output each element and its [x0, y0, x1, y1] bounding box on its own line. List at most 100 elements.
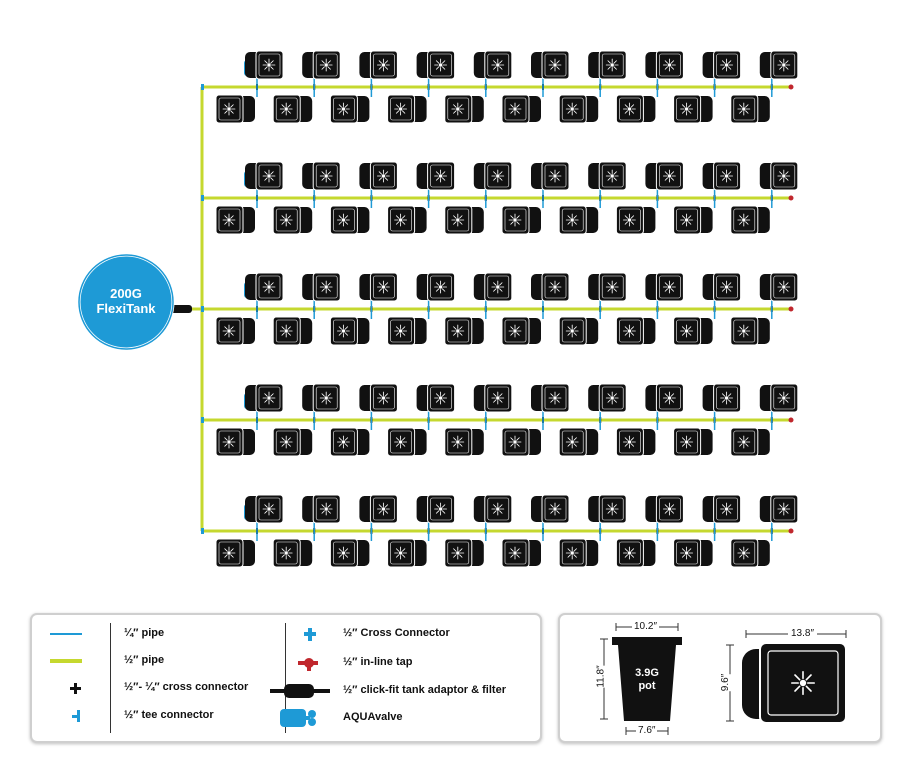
- pot-unit: [645, 161, 684, 191]
- half-pipe-icon: [50, 659, 82, 663]
- pot-dimension-drawing: [600, 623, 847, 735]
- pot-unit: [416, 494, 456, 524]
- pot-unit: [473, 161, 513, 191]
- inline-tap-icon: [788, 195, 794, 201]
- pot-unit: [730, 427, 770, 457]
- pot-unit: [558, 427, 599, 457]
- pot-unit: [444, 205, 484, 235]
- pot-unit: [645, 494, 684, 524]
- legend-label: ½″- ¼″ cross connector: [124, 681, 249, 693]
- pot-unit: [615, 538, 656, 568]
- pot-unit: [387, 94, 427, 124]
- pot-unit: [645, 383, 684, 413]
- pot-unit: [215, 94, 255, 124]
- pot-unit: [444, 316, 484, 346]
- legend-label: ½″ tee connector: [124, 709, 214, 721]
- pot-unit: [245, 161, 284, 191]
- tank-label-line2: FlexiTank: [96, 301, 156, 316]
- pot-unit: [759, 494, 799, 524]
- pot-unit: [759, 161, 799, 191]
- pot-unit: [416, 272, 456, 302]
- pot-unit: [359, 161, 398, 191]
- pot-word-label: pot: [638, 680, 656, 692]
- pot-unit: [302, 383, 341, 413]
- legend-label: ½″ click-fit tank adaptor & filter: [343, 684, 506, 696]
- pot-unit: [531, 161, 570, 191]
- legend-divider: [110, 623, 111, 733]
- pot-height: 11.8″: [595, 665, 607, 688]
- pot-unit: [673, 94, 713, 124]
- pot-unit: [645, 50, 684, 80]
- pot-unit: [329, 94, 370, 124]
- pot-unit: [245, 272, 284, 302]
- pot-unit: [245, 50, 284, 80]
- pot-unit: [531, 50, 570, 80]
- pot-unit: [730, 205, 770, 235]
- pot-unit: [272, 316, 313, 346]
- pot-unit: [359, 50, 398, 80]
- pot-unit: [759, 272, 799, 302]
- tank-adaptor-filter-icon: [270, 684, 330, 698]
- pot-unit: [387, 205, 427, 235]
- pot-unit: [588, 161, 627, 191]
- tee-connector-icon: [72, 710, 80, 722]
- pot-size-label: 3.9G: [635, 667, 659, 679]
- pot-unit: [302, 272, 341, 302]
- legend-label: ½″ pipe: [124, 654, 165, 666]
- pot-unit: [531, 494, 570, 524]
- pot-unit: [588, 50, 627, 80]
- legend-divider: [285, 623, 286, 733]
- pot-unit: [730, 538, 770, 568]
- pot-unit: [444, 94, 484, 124]
- pot-unit: [501, 94, 541, 124]
- tray-width: 13.8″: [788, 628, 818, 639]
- pot-unit: [416, 50, 456, 80]
- pot-unit: [588, 383, 627, 413]
- pot-unit: [730, 316, 770, 346]
- pot-unit: [702, 494, 742, 524]
- pot-unit: [215, 427, 255, 457]
- irrigation-layout-diagram: 200G FlexiTank: [77, 50, 799, 568]
- cross-connector-black-icon: [70, 683, 81, 694]
- legend-panel: ¼″ pipe ½″ pipe ½″- ¼″ cross connector ½…: [30, 613, 542, 743]
- pot-unit: [615, 94, 656, 124]
- pot-unit: [558, 205, 599, 235]
- pot-unit: [272, 538, 313, 568]
- pot-unit: [473, 494, 513, 524]
- pot-unit: [673, 316, 713, 346]
- pot-unit: [387, 427, 427, 457]
- pot-unit: [272, 205, 313, 235]
- pot-unit: [359, 383, 398, 413]
- tray-height: 9.6″: [720, 673, 732, 692]
- pot-unit: [473, 272, 513, 302]
- pot-unit: [329, 427, 370, 457]
- pot-unit: [558, 538, 599, 568]
- pot-unit: [272, 427, 313, 457]
- legend-label: ½″ Cross Connector: [343, 627, 450, 639]
- tee-connector-icon: [201, 528, 204, 534]
- pot-bottom-width: 7.6″: [636, 725, 658, 736]
- tray-drainage-flower-icon: [790, 670, 816, 696]
- legend-label: ½″ in-line tap: [343, 656, 413, 668]
- tank-label-line1: 200G: [110, 286, 142, 301]
- pot-unit: [702, 50, 742, 80]
- pot-unit: [272, 94, 313, 124]
- inline-tap-icon: [298, 658, 318, 671]
- pot-unit: [329, 538, 370, 568]
- pot-unit: [702, 272, 742, 302]
- pot-unit: [302, 161, 341, 191]
- inline-tap-icon: [788, 84, 794, 90]
- pot-unit: [359, 494, 398, 524]
- pot-unit: [387, 538, 427, 568]
- pot-icon: [612, 637, 682, 721]
- pot-unit: [673, 205, 713, 235]
- pot-unit: [245, 494, 284, 524]
- pot-unit: [444, 427, 484, 457]
- dimensions-panel: 10.2″ 11.8″ 7.6″ 3.9G pot 13.8″ 9.6″: [558, 613, 882, 743]
- pot-unit: [615, 427, 656, 457]
- pot-unit: [730, 94, 770, 124]
- pot-unit: [588, 272, 627, 302]
- pot-unit: [501, 205, 541, 235]
- pot-unit: [645, 272, 684, 302]
- pot-unit: [759, 383, 799, 413]
